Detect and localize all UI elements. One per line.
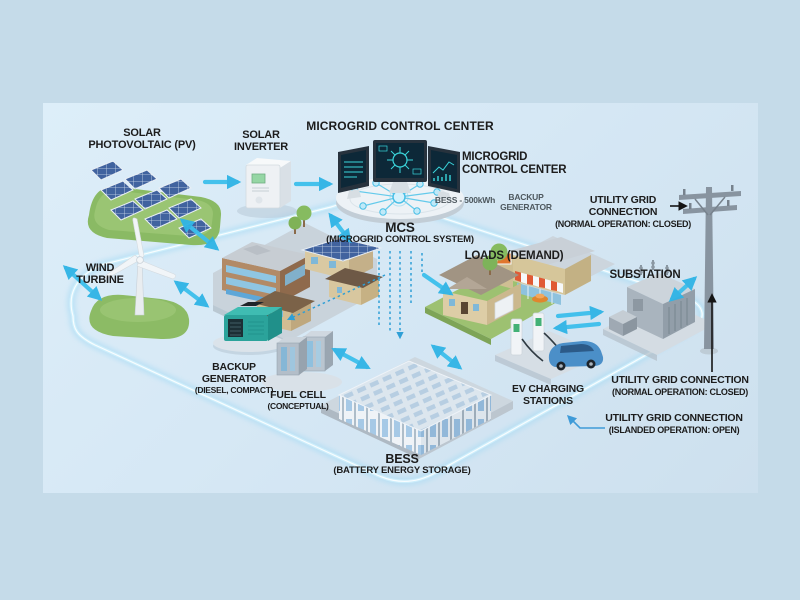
ev-charger-posts-icon: [510, 312, 564, 362]
utility-grid-connection-islanded-label: UTILITY GRID CONNECTION (ISLANDED OPERAT…: [605, 412, 743, 435]
monitor-left-icon: [338, 146, 369, 193]
bess-battery-array-icon: [321, 357, 513, 459]
mcs-label: MCS (MICROGRID CONTROL SYSTEM): [326, 220, 474, 246]
control-links-dotted: [286, 251, 423, 340]
fuel-cell-icon: [262, 331, 342, 392]
wind-turbine-icon: [89, 217, 190, 340]
substation-icon: [603, 260, 715, 361]
solar-pv-label: SOLAR PHOTOVOLTAIC (PV): [88, 127, 196, 152]
solar-inverter-label: SOLAR INVERTER: [233, 129, 289, 154]
diagram-scene: SOLAR PHOTOVOLTAIC (PV) SOLAR INVERTER M…: [43, 103, 758, 493]
control-center-side-label: MICROGRID CONTROL CENTER: [462, 151, 567, 176]
substation-label: SUBSTATION: [609, 269, 681, 281]
wind-turbine-label: WIND TURBINE: [76, 262, 124, 287]
annotation-arrows-black: [670, 201, 717, 372]
microgrid-control-center-icon: [336, 140, 464, 224]
solar-inverter-icon: [237, 158, 297, 218]
solar-pv-array-icon: [87, 160, 222, 246]
ev-car-icon: [548, 341, 604, 371]
bess-label: BESS (BATTERY ENERGY STORAGE): [333, 452, 471, 476]
backup-generator-note: BACKUP GENERATOR: [500, 192, 552, 212]
store-awning-icon: [515, 271, 563, 293]
islanded-connector-blue: [566, 414, 605, 429]
backup-generator-icon: [213, 302, 285, 355]
diagram-art: [62, 140, 741, 486]
monitor-right-icon: [428, 146, 460, 193]
loads-label: LOADS (DEMAND): [464, 250, 564, 262]
diagram-title: MICROGRID CONTROL CENTER: [306, 119, 494, 133]
utility-grid-connection-top-label: UTILITY GRID CONNECTION (NORMAL OPERATIO…: [555, 194, 691, 229]
bess-capacity-note: BESS - 500kWh: [434, 195, 496, 205]
ev-charging-stations-icon: [495, 312, 605, 385]
fuel-cell-label: FUEL CELL (CONCEPTUAL): [267, 389, 329, 411]
loads-buildings-icon: [425, 236, 615, 345]
ev-charging-label: EV CHARGING STATIONS: [512, 383, 584, 407]
utility-grid-connection-right-label: UTILITY GRID CONNECTION (NORMAL OPERATIO…: [611, 374, 749, 397]
monitor-center-icon: [373, 140, 427, 182]
power-flow-arrows: [62, 174, 698, 370]
backup-generator-label: BACKUP GENERATOR (DIESEL, COMPACT): [194, 361, 274, 395]
